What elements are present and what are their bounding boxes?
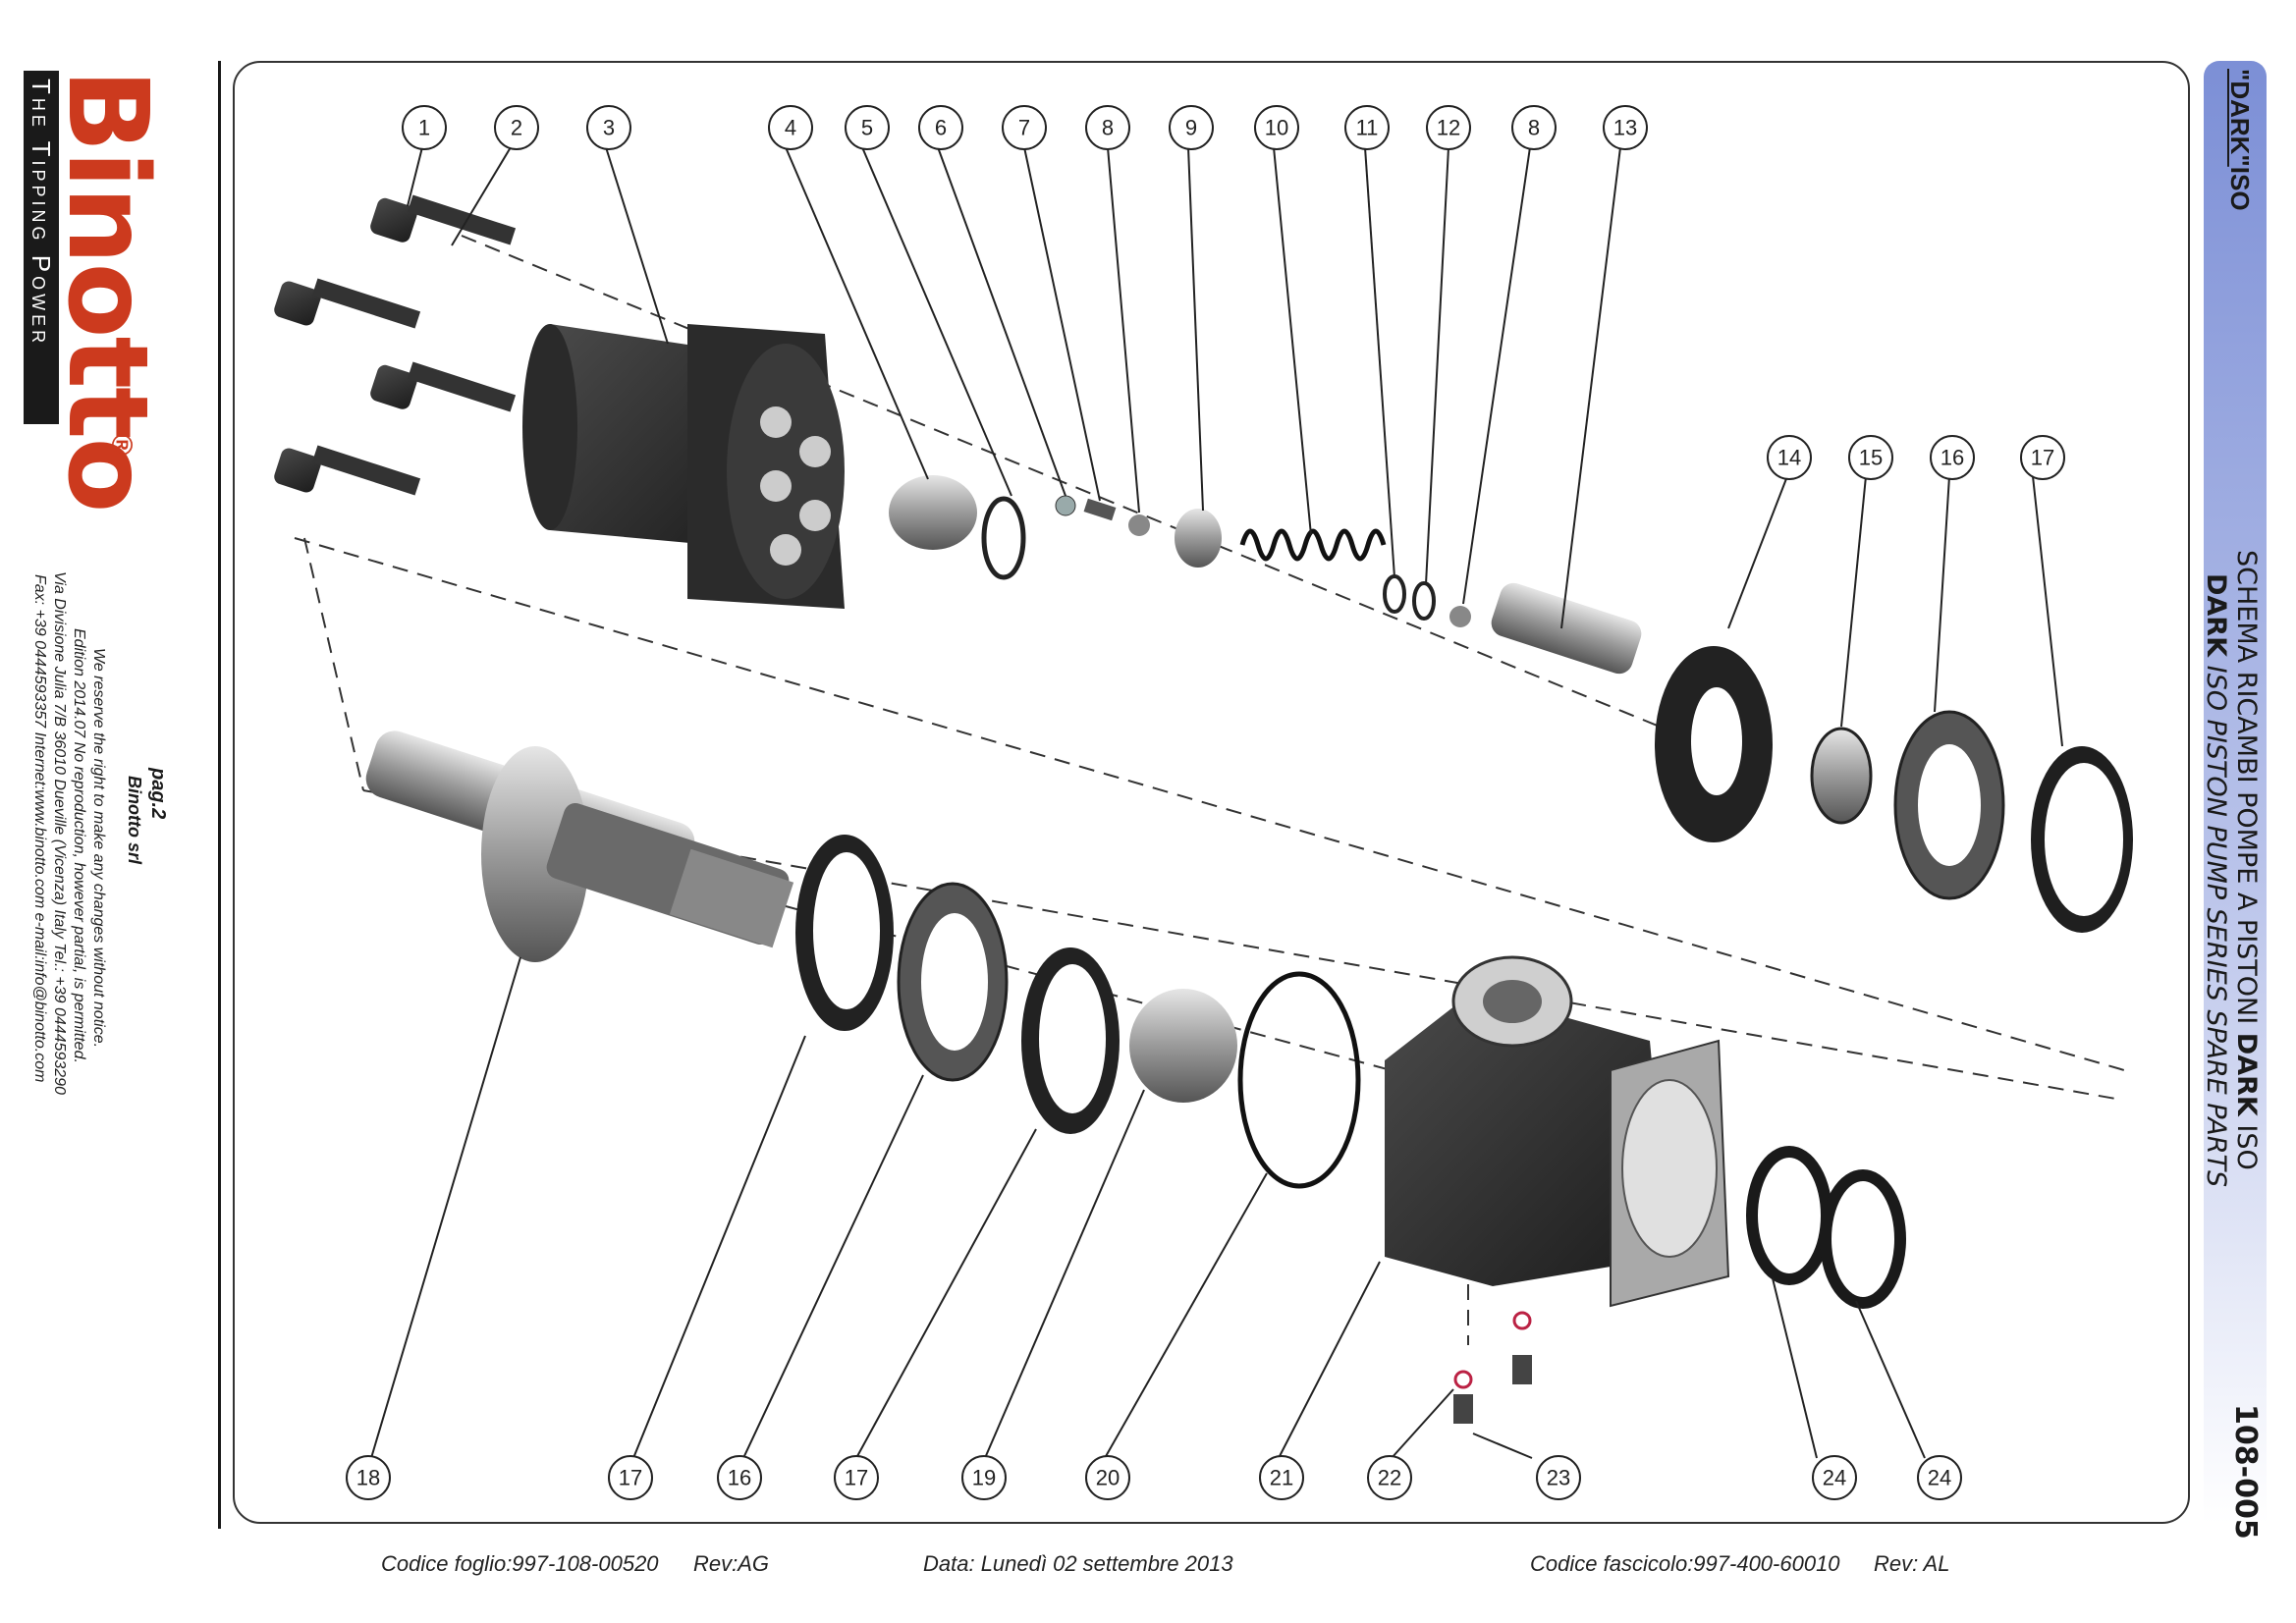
svg-text:21: 21 <box>1270 1466 1293 1490</box>
svg-text:23: 23 <box>1547 1466 1570 1490</box>
callout-8b: 8 <box>1511 105 1557 150</box>
svg-text:15: 15 <box>1859 446 1883 470</box>
callout-16a: 16 <box>1930 435 1975 480</box>
svg-text:6: 6 <box>935 116 947 140</box>
svg-text:11: 11 <box>1356 116 1379 140</box>
thrust-washer-icon <box>1655 646 1773 842</box>
svg-text:24: 24 <box>1928 1466 1951 1490</box>
footer-sheet-code: Codice foglio:997-108-00520 <box>381 1551 659 1576</box>
svg-text:8: 8 <box>1528 116 1540 140</box>
footer-sheet-rev: Rev:AG <box>693 1551 770 1576</box>
svg-text:18: 18 <box>356 1466 380 1490</box>
callout-5: 5 <box>845 105 890 150</box>
callout-22: 22 <box>1367 1455 1412 1500</box>
svg-text:5: 5 <box>861 116 873 140</box>
footer-date: Data: Lunedì 02 settembre 2013 <box>923 1551 1233 1576</box>
bushing-icon <box>889 475 977 550</box>
drawing-frame <box>233 61 2190 1524</box>
pump-housing-icon <box>1385 955 1730 1308</box>
callout-11: 11 <box>1344 105 1390 150</box>
callout-16b: 16 <box>717 1455 762 1500</box>
callout-24b: 24 <box>1917 1455 1962 1500</box>
callout-15: 15 <box>1848 435 1893 480</box>
svg-text:17: 17 <box>2031 446 2054 470</box>
svg-text:1: 1 <box>418 116 430 140</box>
svg-text:13: 13 <box>1613 116 1637 140</box>
drive-shaft-icon <box>365 730 794 962</box>
svg-text:9: 9 <box>1185 116 1197 140</box>
callout-17b: 17 <box>608 1455 653 1500</box>
callout-21: 21 <box>1259 1455 1304 1500</box>
callout-17c: 17 <box>834 1455 879 1500</box>
svg-text:20: 20 <box>1096 1466 1120 1490</box>
callout-20: 20 <box>1085 1455 1130 1500</box>
callout-12: 12 <box>1426 105 1471 150</box>
snap-ring-icon <box>981 496 1026 580</box>
svg-text:22: 22 <box>1378 1466 1401 1490</box>
svg-text:24: 24 <box>1823 1466 1846 1490</box>
callout-3: 3 <box>586 105 631 150</box>
svg-text:17: 17 <box>845 1466 868 1490</box>
footer-folder-code: Codice fascicolo:997-400-60010 <box>1530 1551 1840 1576</box>
callout-7: 7 <box>1002 105 1047 150</box>
callout-2: 2 <box>494 105 539 150</box>
title-bar <box>2204 61 2267 1524</box>
svg-text:17: 17 <box>619 1466 642 1490</box>
svg-text:16: 16 <box>1941 446 1964 470</box>
svg-text:12: 12 <box>1437 116 1460 140</box>
svg-text:7: 7 <box>1018 116 1030 140</box>
bolt-icon <box>274 194 517 496</box>
title-italian: SCHEMA RICAMBI POMPE A PISTONI DARK ISO <box>2231 550 2262 1170</box>
callout-24a: 24 <box>1812 1455 1857 1500</box>
callout-14: 14 <box>1767 435 1812 480</box>
callout-8a: 8 <box>1085 105 1130 150</box>
svg-text:2: 2 <box>511 116 522 140</box>
callout-13: 13 <box>1603 105 1648 150</box>
svg-text:19: 19 <box>972 1466 996 1490</box>
callout-19: 19 <box>961 1455 1007 1500</box>
pump-head-icon <box>522 324 845 609</box>
left-divider <box>218 61 221 1529</box>
callout-6: 6 <box>918 105 963 150</box>
callout-10: 10 <box>1254 105 1299 150</box>
svg-text:4: 4 <box>785 116 796 140</box>
sheet-code: 108-005 <box>2228 1404 2263 1540</box>
svg-text:16: 16 <box>728 1466 751 1490</box>
title-english: DARK ISO PISTON PUMP SERIES SPARE PARTS <box>2201 573 2231 1188</box>
needle-bearing-icon <box>1893 710 2005 900</box>
svg-text:14: 14 <box>1777 446 1801 470</box>
callout-23: 23 <box>1536 1455 1581 1500</box>
footer-folder-rev: Rev: AL <box>1874 1551 1950 1576</box>
svg-text:10: 10 <box>1265 116 1288 140</box>
callout-9: 9 <box>1169 105 1214 150</box>
svg-text:8: 8 <box>1102 116 1114 140</box>
callout-1: 1 <box>402 105 447 150</box>
series-label: "DARK"ISO <box>2225 69 2255 211</box>
callout-17a: 17 <box>2020 435 2065 480</box>
callout-18: 18 <box>346 1455 391 1500</box>
svg-text:3: 3 <box>603 116 615 140</box>
callout-4: 4 <box>768 105 813 150</box>
